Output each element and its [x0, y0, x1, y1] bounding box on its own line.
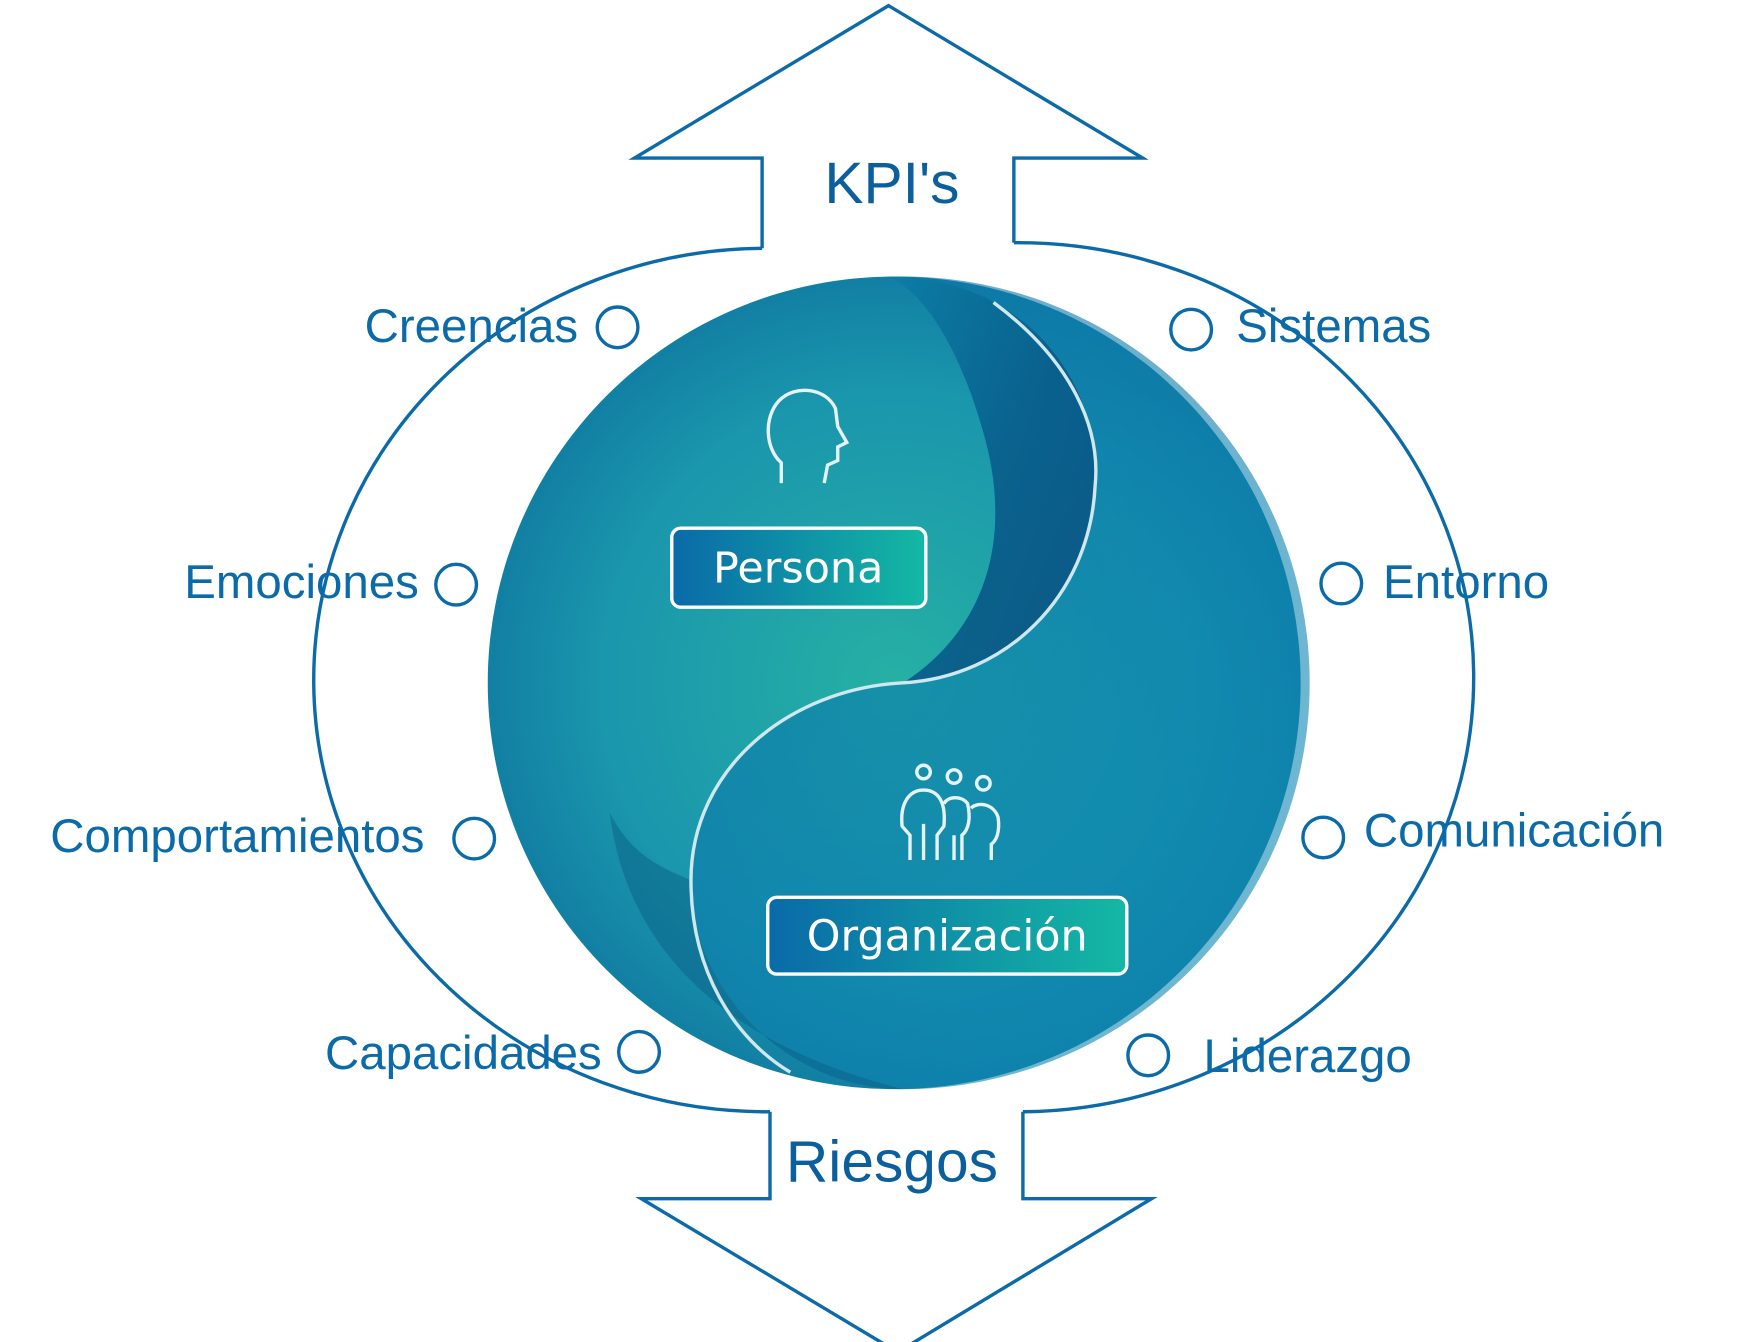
person-head-icon: [766, 388, 850, 484]
node-comunicacion: [1301, 815, 1346, 860]
label-sistemas: Sistemas: [1236, 300, 1431, 353]
organizacion-label: Organización: [807, 911, 1088, 961]
label-creencias: Creencias: [365, 300, 578, 353]
node-entorno: [1319, 561, 1364, 606]
persona-box: Persona: [670, 526, 928, 609]
label-comportamientos: Comportamientos: [50, 810, 424, 863]
ring-right: [1013, 240, 1476, 1114]
label-comunicacion: Comunicación: [1364, 805, 1664, 858]
node-markers: [434, 305, 1364, 1078]
kpis-title: KPI's: [824, 151, 959, 216]
node-capacidades: [617, 1029, 662, 1074]
node-comportamientos: [452, 816, 497, 861]
label-emociones: Emociones: [184, 556, 419, 609]
arrow-up: [628, 3, 1149, 249]
yin-yang-circle: [487, 276, 1310, 1090]
label-liderazgo: Liderazgo: [1204, 1030, 1412, 1083]
node-sistemas: [1169, 307, 1214, 352]
ring-left: [312, 246, 771, 1114]
organizacion-box: Organización: [766, 895, 1129, 976]
people-group-icon: [900, 763, 1001, 861]
node-creencias: [595, 305, 640, 350]
persona-label: Persona: [713, 543, 883, 593]
node-emociones: [434, 562, 479, 607]
label-capacidades: Capacidades: [325, 1027, 602, 1080]
label-entorno: Entorno: [1383, 556, 1549, 609]
riesgos-title: Riesgos: [786, 1130, 998, 1195]
arrow-down: [635, 1111, 1158, 1342]
node-liderazgo: [1126, 1033, 1171, 1078]
ring-and-arrows: [312, 3, 1476, 1342]
